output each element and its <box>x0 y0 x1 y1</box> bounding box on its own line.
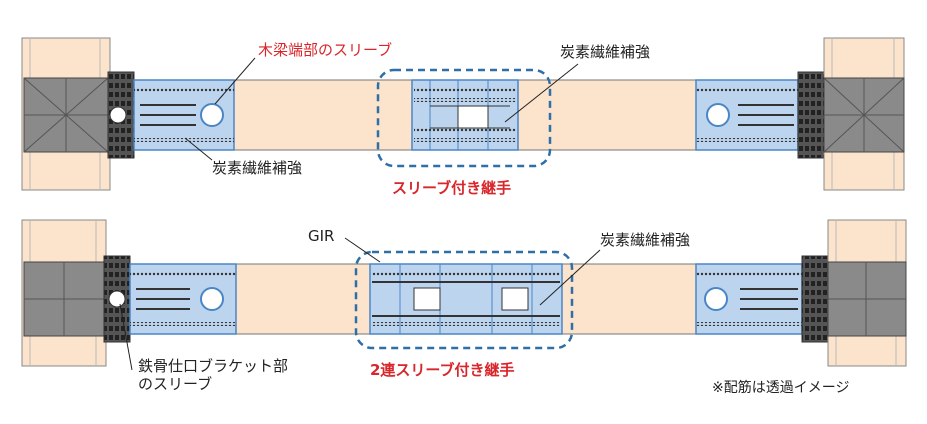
bottom-beam <box>21 219 907 371</box>
label-gir: GIR <box>308 227 335 245</box>
caption-double-sleeve-joint: 2連スリーブ付き継手 <box>370 361 515 379</box>
top-center-sleeve-joint <box>376 68 552 168</box>
label-sleeve-end: 木梁端部のスリーブ <box>258 41 393 59</box>
label-cfrp-bottom: 炭素繊維補強 <box>600 231 691 249</box>
left-column-bottom <box>21 219 131 367</box>
footnote: ※配筋は透過イメージ <box>712 380 850 396</box>
bottom-left-cfrp-zone <box>108 263 237 335</box>
leader-cfrp-center <box>504 63 579 123</box>
top-left-cfrp-zone <box>109 79 235 151</box>
leader-cfrp-bottom <box>539 249 601 306</box>
leader-sleeve-end <box>214 57 256 105</box>
right-column-bottom <box>801 219 907 367</box>
right-column-top <box>797 37 905 191</box>
caption-sleeve-joint: スリーブ付き継手 <box>392 179 512 197</box>
label-cfrp-top-right: 炭素繊維補強 <box>560 43 651 61</box>
label-steel-bracket-line2: のスリーブ <box>138 375 213 393</box>
top-beam <box>21 37 905 191</box>
leader-gir <box>344 237 381 263</box>
label-cfrp-top-left: 炭素繊維補強 <box>212 159 303 177</box>
leader-cfrp-left <box>184 137 213 161</box>
bottom-center-double-sleeve-joint <box>354 250 574 350</box>
bottom-right-cfrp-zone <box>695 263 821 335</box>
leader-steel-bracket <box>119 303 133 371</box>
label-steel-bracket-line1: 鉄骨仕口ブラケット部 <box>138 357 289 375</box>
